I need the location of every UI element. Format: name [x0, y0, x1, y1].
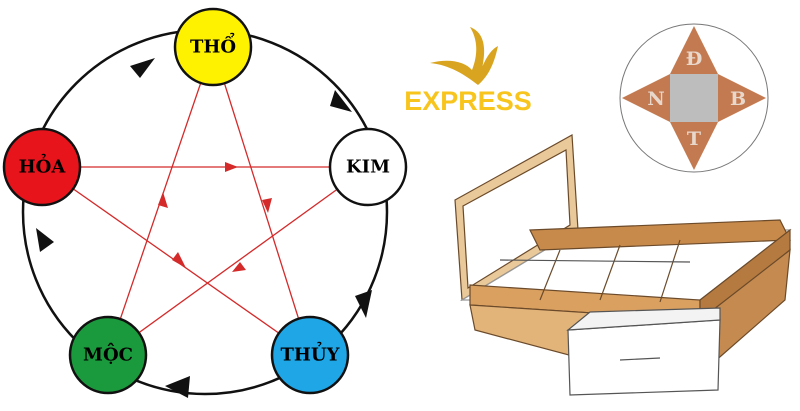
element-thuy: THỦY: [270, 315, 350, 395]
bird-icon: [430, 27, 498, 85]
element-label: THỦY: [281, 340, 341, 366]
element-moc: MỘC: [68, 315, 148, 395]
controlling-arrows: [158, 162, 272, 272]
logo-text: EXPRESS: [404, 86, 532, 116]
element-kim: KIM: [328, 127, 408, 207]
compass-label-south: T: [687, 128, 701, 150]
element-label: MỘC: [83, 342, 133, 366]
element-tho: THỔ: [173, 7, 253, 87]
element-label: HỎA: [19, 152, 67, 178]
element-hoa: HỎA: [2, 127, 82, 207]
controlling-star: [41, 46, 369, 356]
bed-illustration: [454, 134, 792, 396]
compass-label-east: B: [730, 88, 746, 110]
element-label: KIM: [346, 157, 390, 178]
express-logo: EXPRESS: [404, 27, 532, 116]
generating-arrows: [36, 58, 372, 398]
compass: Đ N B T: [619, 23, 769, 173]
compass-label-north: Đ: [686, 48, 703, 70]
compass-label-west: N: [647, 88, 664, 110]
